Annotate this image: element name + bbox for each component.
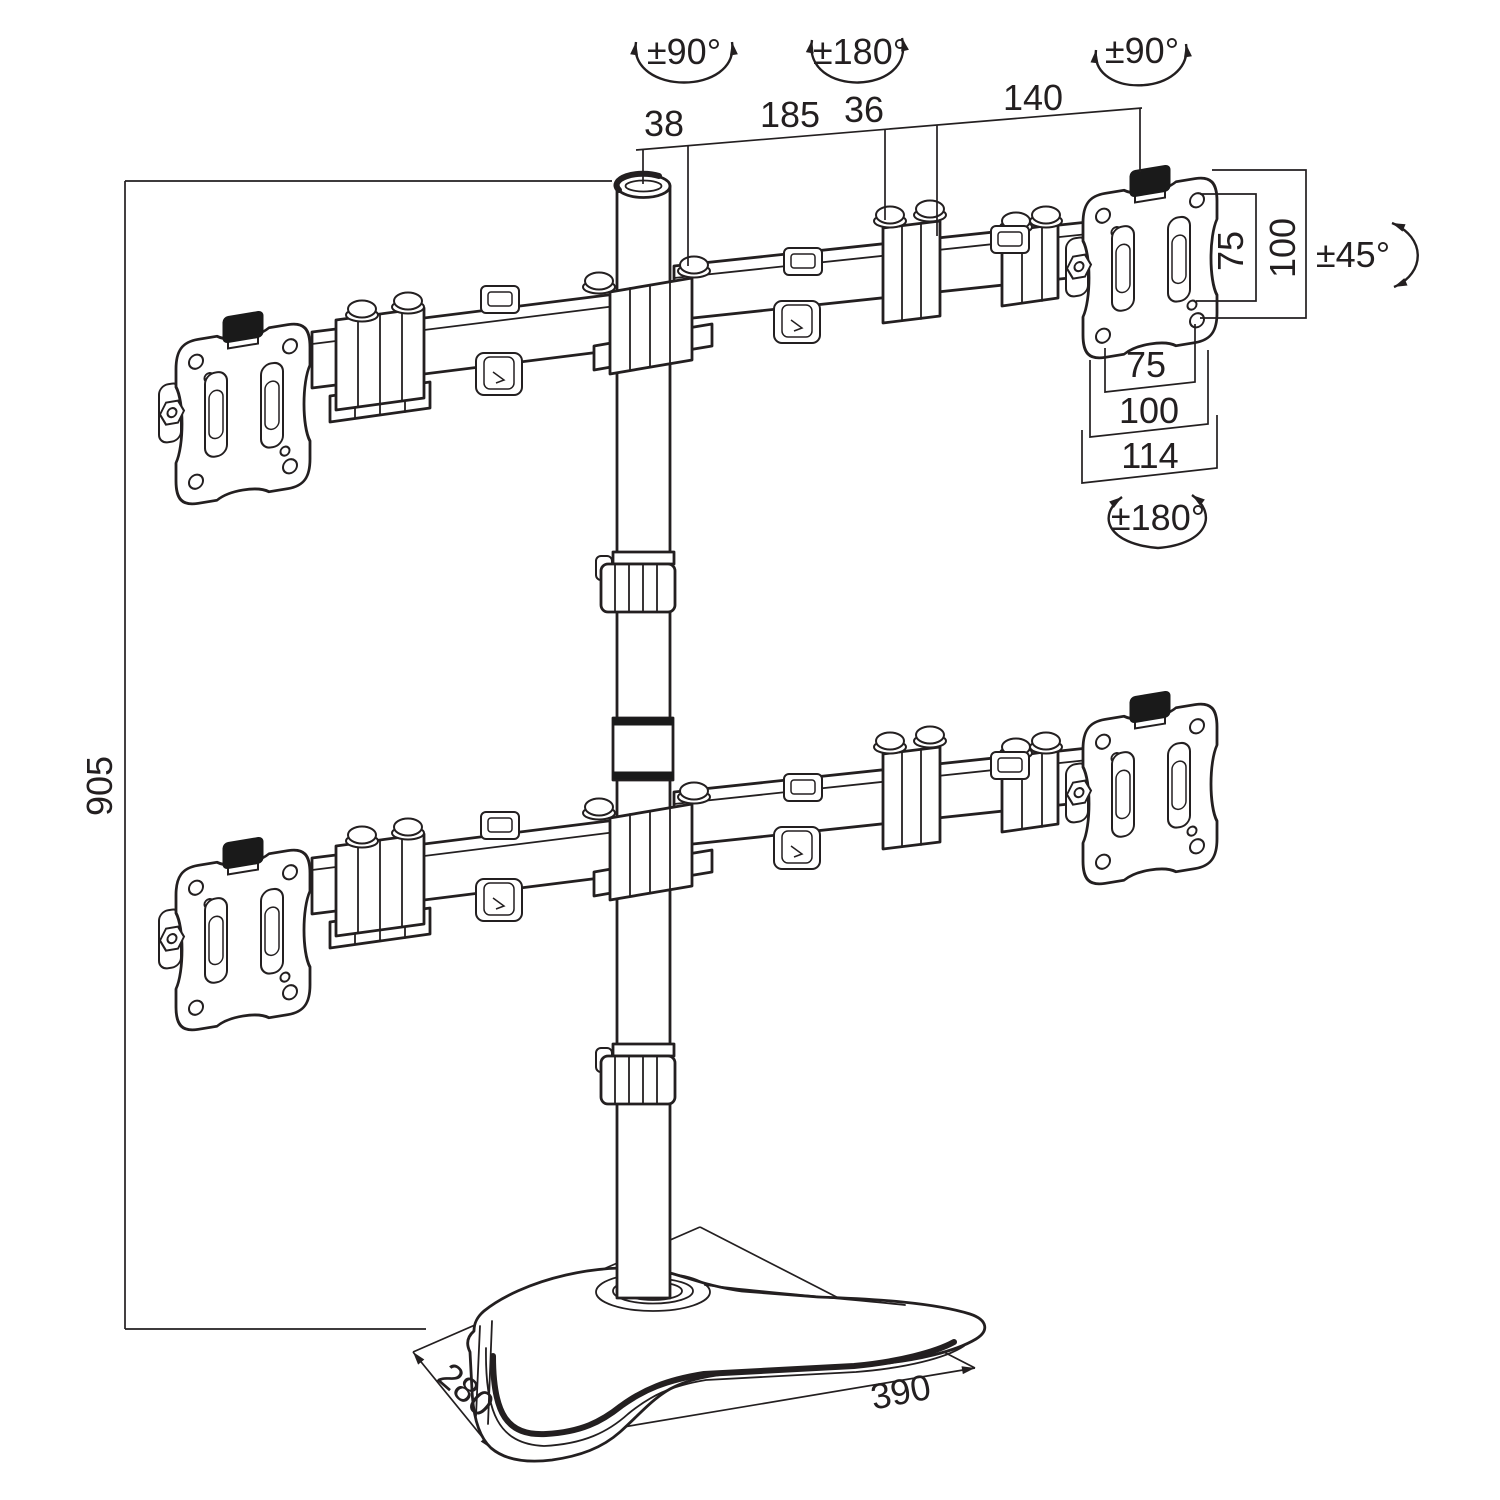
tilt-arc-icon [1391, 221, 1419, 289]
vesa-v75-label: 75 [1210, 231, 1251, 271]
pole-joint [611, 716, 675, 782]
tilt-annotation: ±45° [1316, 221, 1419, 289]
swivel-arc-icon [805, 37, 909, 84]
vesa-h75-label: 75 [1126, 344, 1166, 385]
dimension-top-chain: 38 185 36 140 [635, 77, 1143, 266]
swivel-arc-icon [1090, 43, 1192, 87]
plate-rotation-label: ±180° [1111, 497, 1205, 538]
swivel-arc-icon [630, 41, 738, 84]
dim-185-label: 185 [760, 94, 820, 135]
rotation-left-label: ±90° [647, 31, 721, 72]
vesa-dimensions-vertical: 75 100 [1196, 169, 1307, 319]
rotation-right-label: ±90° [1105, 30, 1179, 71]
dim-140-label: 140 [1003, 77, 1063, 118]
height-adjust-ring [595, 1042, 677, 1106]
plate-rotation-arc-icon [1107, 494, 1208, 550]
dim-38-label: 38 [644, 103, 684, 144]
height-adjust-ring [595, 550, 677, 614]
tilt-label: ±45° [1316, 234, 1390, 275]
vesa-dimensions-horizontal: 75 100 114 ±180° [1081, 324, 1218, 550]
rotation-annotations-top: ±90° ±180° ±90° [630, 30, 1192, 87]
dim-36-label: 36 [844, 89, 884, 130]
base [466, 1266, 987, 1463]
dim-905-label: 905 [79, 756, 120, 816]
dimension-height: 905 [79, 180, 612, 1330]
vesa-h114-label: 114 [1121, 435, 1178, 476]
upper-crossbar-arm [312, 201, 1088, 423]
vesa-h100-label: 100 [1119, 390, 1179, 431]
dim-390-label: 390 [867, 1366, 934, 1418]
vesa-plate-upper-left [157, 301, 312, 512]
vesa-plate-lower-left [157, 827, 312, 1038]
rotation-center-label: ±180° [813, 31, 907, 72]
vesa-v100-label: 100 [1262, 218, 1303, 278]
lower-crossbar-arm [312, 727, 1088, 949]
vesa-plate-lower-right [1064, 681, 1219, 892]
